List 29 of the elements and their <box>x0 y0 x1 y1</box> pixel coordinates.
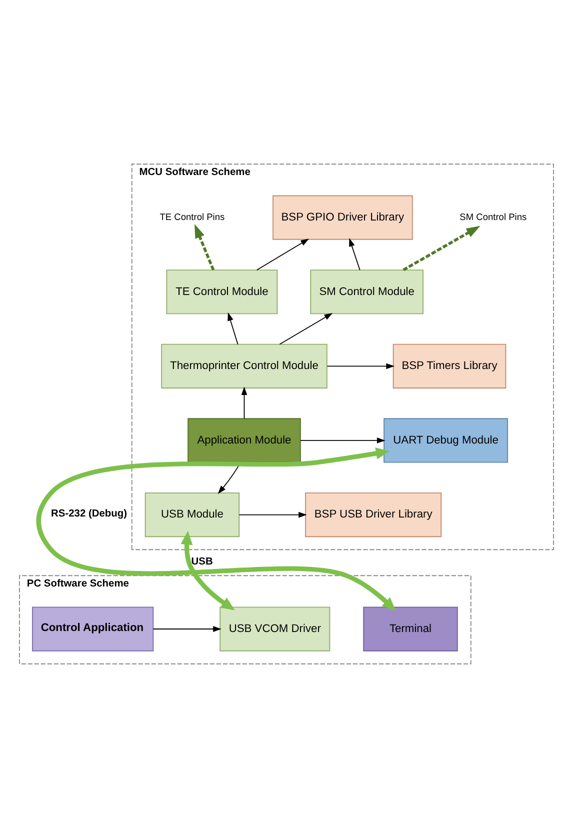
node-box: USB Module <box>144 492 240 538</box>
node-box: UART Debug Module <box>384 418 508 463</box>
arrow <box>238 512 307 518</box>
arrow <box>279 312 333 345</box>
node-text: SM Control Pins <box>460 212 527 222</box>
arrow <box>152 626 222 632</box>
node-box: BSP USB Driver Library <box>305 492 442 538</box>
arrow <box>402 226 480 272</box>
edge-label: USB <box>191 556 213 568</box>
node-box: Application Module <box>188 418 301 463</box>
node-box: BSP GPIO Driver Library <box>272 195 413 240</box>
arrow <box>326 363 395 370</box>
arrow <box>349 238 360 270</box>
arrow <box>241 386 248 420</box>
node-box: Thermoprinter Control Module <box>161 344 328 388</box>
edge-label: RS-232 (Debug) <box>51 508 128 520</box>
arrow <box>300 438 386 444</box>
arrow <box>194 224 215 270</box>
node-box: BSP Timers Library <box>392 344 506 388</box>
node-text: TE Control Pins <box>160 212 225 222</box>
arrow <box>180 530 235 610</box>
node-box: TE Control Module <box>166 270 278 314</box>
arrow <box>256 238 310 270</box>
node-box: SM Control Module <box>310 270 424 314</box>
node-box: USB VCOM Driver <box>220 606 330 652</box>
arrow <box>36 447 396 612</box>
node-box: Control Application <box>32 606 154 652</box>
node-box: Terminal <box>363 606 458 652</box>
arrow <box>228 312 238 345</box>
